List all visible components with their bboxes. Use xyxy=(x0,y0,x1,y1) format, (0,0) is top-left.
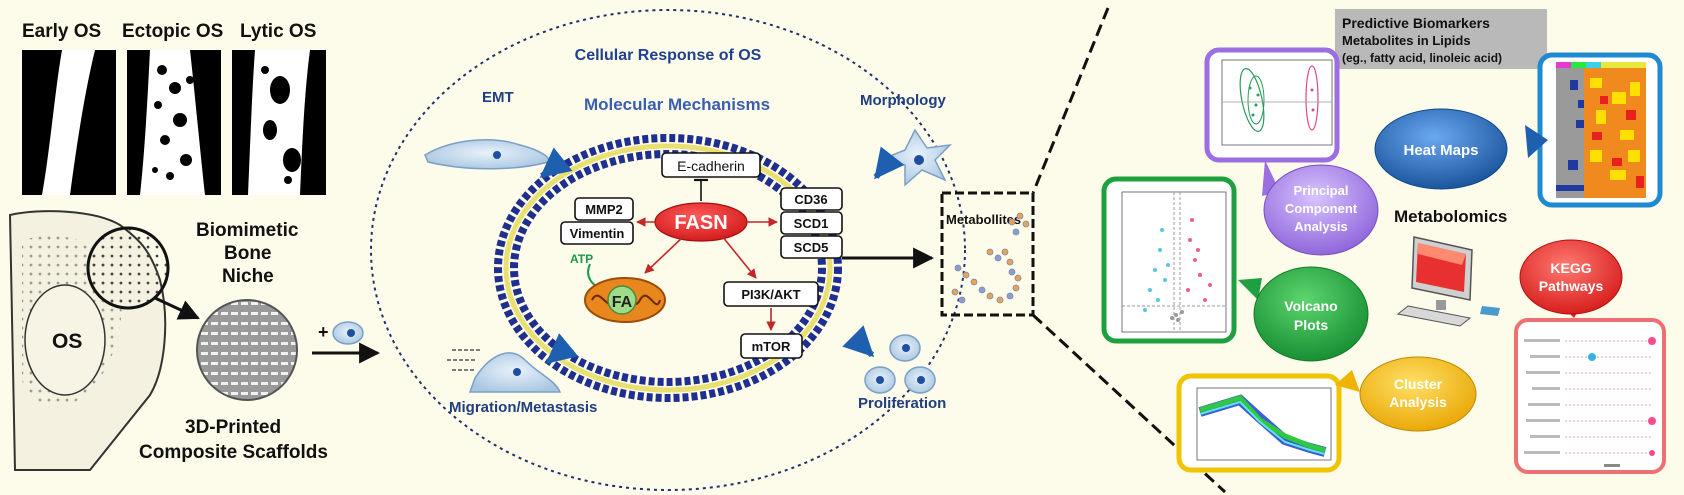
ct-image-early xyxy=(22,50,116,195)
mtor-label: mTOR xyxy=(752,339,791,354)
fasn-to-pi3k-arrow xyxy=(721,235,757,279)
migration-cell xyxy=(447,333,579,393)
molecular-mechanisms-title: Molecular Mechanisms xyxy=(584,95,770,114)
os-label: OS xyxy=(52,330,82,353)
magnifier-circle xyxy=(86,226,170,310)
scaffold-label-line1: 3D-Printed xyxy=(185,417,281,438)
cluster-label-line1: Cluster xyxy=(1394,376,1443,392)
computer-icon xyxy=(1396,236,1500,327)
cluster-label-line2: Analysis xyxy=(1389,394,1447,410)
mmp2-box xyxy=(574,197,634,221)
volcano-bubble xyxy=(1238,266,1369,362)
pi3k-label: PI3K/AKT xyxy=(741,287,800,302)
fa-node xyxy=(607,285,637,315)
volcano-label-line1: Volcano xyxy=(1284,298,1337,314)
vimentin-box xyxy=(560,221,634,245)
ecadherin-label: E-cadherin xyxy=(677,158,745,174)
scaffold-label-line2: Composite Scaffolds xyxy=(139,442,328,463)
biomarker-line2: Metabolites in Lipids xyxy=(1342,33,1471,48)
kegg-label-line2: Pathways xyxy=(1539,278,1604,294)
metabolite-molecules xyxy=(951,212,1030,304)
emt-cell xyxy=(424,139,573,179)
scd5-box xyxy=(780,235,843,259)
biomarker-box xyxy=(1335,9,1547,69)
ct-label-early: Early OS xyxy=(22,21,101,42)
cd36-box xyxy=(780,187,843,211)
niche-label-line1: Biomimetic xyxy=(196,220,299,241)
atp-label: ATP xyxy=(570,252,593,266)
cd36-label: CD36 xyxy=(794,192,827,207)
ecadherin-box xyxy=(661,152,761,178)
pca-plot-panel xyxy=(1204,47,1340,163)
ct-image-ectopic xyxy=(127,50,221,195)
magnifier-arrow xyxy=(154,296,200,320)
metabolites-label: Metabollites xyxy=(946,212,1021,227)
niche-label-line2: Bone xyxy=(224,243,272,264)
niche-label-line3: Niche xyxy=(222,266,274,287)
vimentin-label: Vimentin xyxy=(570,226,625,241)
biomarker-line1: Predictive Biomarkers xyxy=(1342,15,1490,31)
kegg-bubble xyxy=(1519,239,1623,318)
bone-sketch: OS xyxy=(8,210,200,471)
ct-image-lytic xyxy=(232,50,326,195)
cell-outline-dotted xyxy=(370,9,966,491)
scd1-label: SCD1 xyxy=(794,216,829,231)
ct-label-ectopic: Ectopic OS xyxy=(122,21,223,42)
proliferation-cells xyxy=(842,325,936,394)
heatmaps-label: Heat Maps xyxy=(1403,142,1478,159)
metabolomics-label: Metabolomics xyxy=(1394,207,1507,226)
mtor-box xyxy=(740,333,803,359)
migration-label: Migration/Metastasis xyxy=(449,399,597,416)
morphology-cell xyxy=(873,128,953,187)
metabolites-box xyxy=(940,191,1035,317)
kegg-label-line1: KEGG xyxy=(1550,260,1591,276)
cluster-bubble xyxy=(1335,356,1477,432)
cluster-plot-panel xyxy=(1176,373,1342,473)
ct-label-lytic: Lytic OS xyxy=(240,21,316,42)
emt-label: EMT xyxy=(482,89,514,106)
scaffold-disk xyxy=(196,299,298,401)
fasn-to-fa-arrow xyxy=(644,235,685,274)
heatmap-panel xyxy=(1537,52,1663,208)
heatmap-bubble xyxy=(1374,108,1548,190)
pca-label-line1: Principal xyxy=(1294,183,1349,198)
pca-bubble xyxy=(1262,160,1379,256)
mmp2-label: MMP2 xyxy=(585,202,623,217)
scd1-box xyxy=(780,211,843,235)
biomarker-line3: (eg., fatty acid, linoleic acid) xyxy=(1342,51,1502,65)
proliferation-label: Proliferation xyxy=(858,395,946,412)
scd5-label: SCD5 xyxy=(794,240,829,255)
fasn-label: FASN xyxy=(674,212,727,234)
morphology-label: Morphology xyxy=(860,92,946,109)
kegg-pathway-panel xyxy=(1514,318,1666,474)
pca-label-line3: Analysis xyxy=(1294,219,1347,234)
separator-top xyxy=(1031,7,1110,194)
volcano-plot-panel xyxy=(1101,176,1237,344)
pi3k-box xyxy=(723,281,819,307)
cell-icon-small xyxy=(332,321,364,345)
fa-label: FA xyxy=(612,294,633,311)
volcano-label-line2: Plots xyxy=(1294,317,1328,333)
pca-label-line2: Component xyxy=(1285,201,1358,216)
cellular-response-title: Cellular Response of OS xyxy=(575,47,762,64)
plus-sign: + xyxy=(318,322,329,342)
